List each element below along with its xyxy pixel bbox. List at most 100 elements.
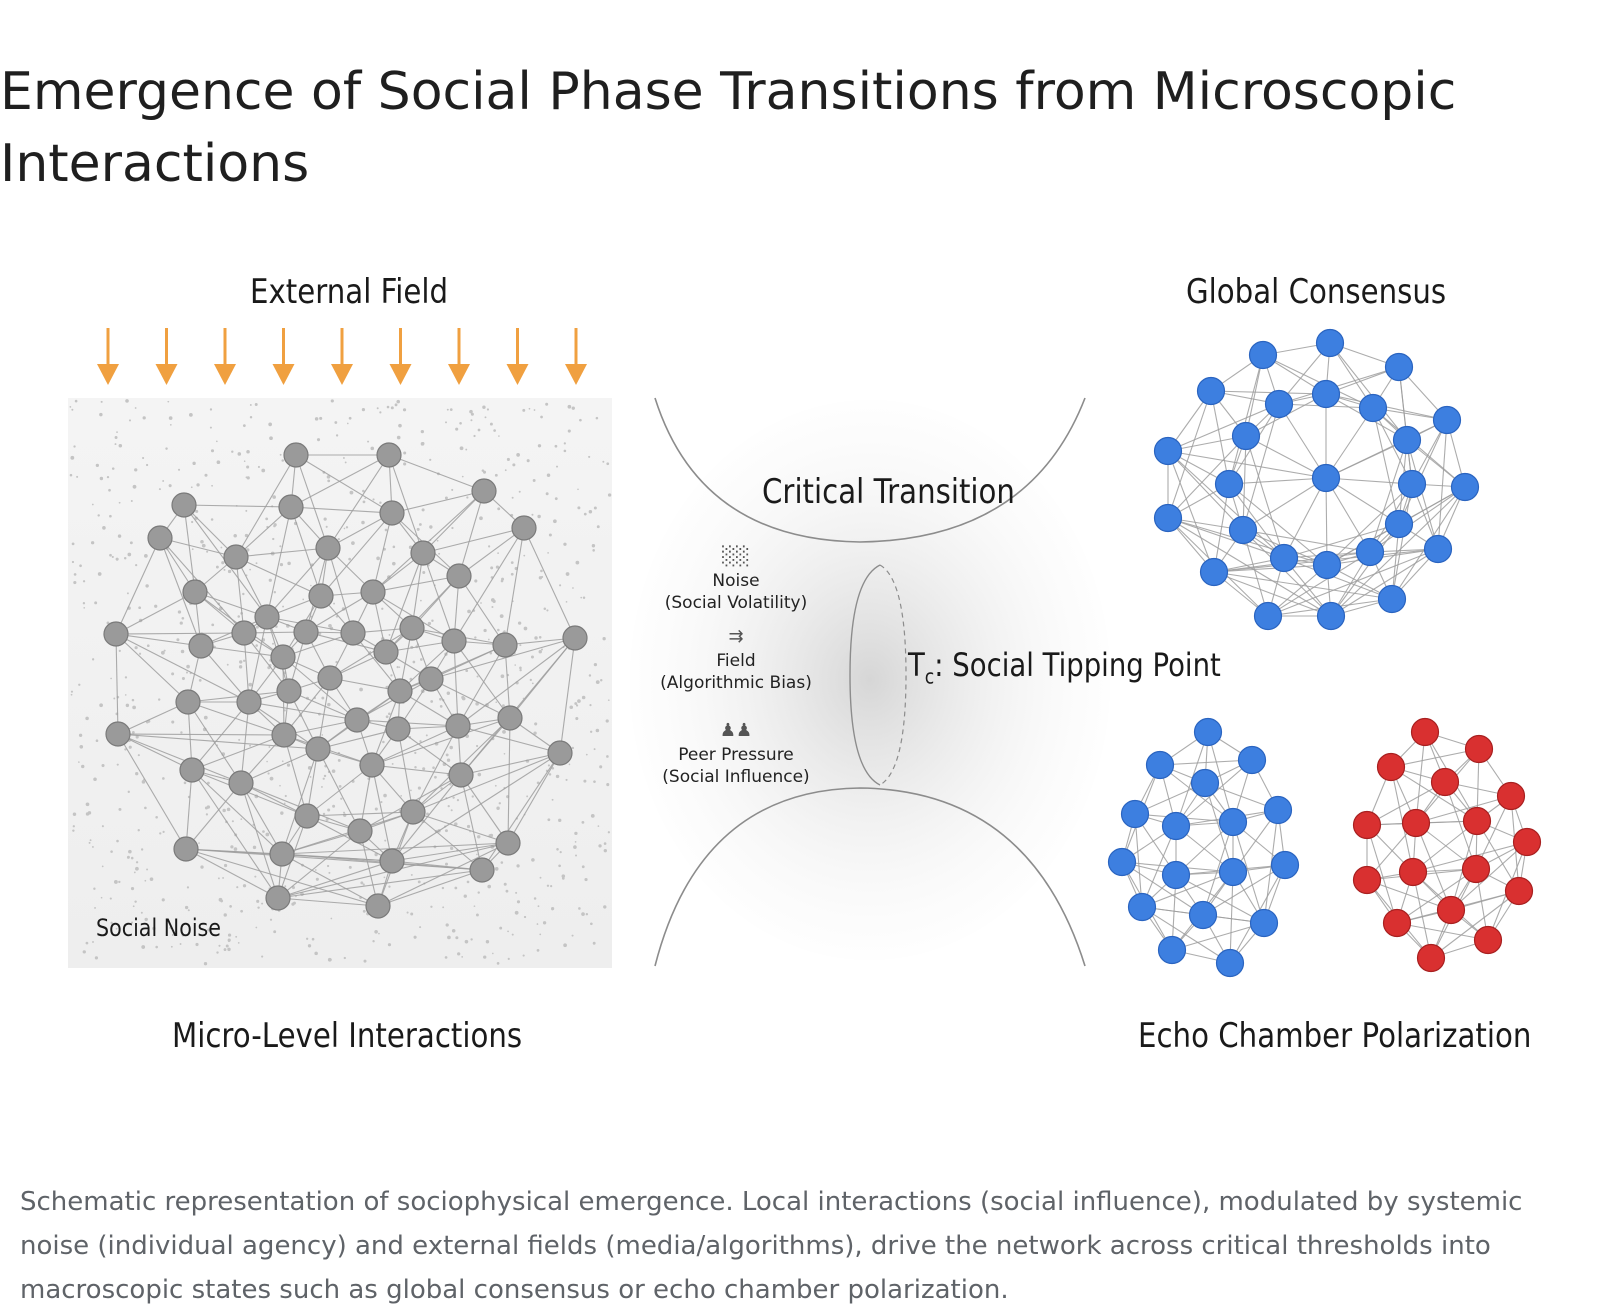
network-edge	[281, 853, 379, 907]
noise-dot	[302, 598, 305, 601]
noise-dot	[238, 738, 241, 741]
noise-dot	[476, 853, 478, 856]
noise-dot	[255, 562, 258, 565]
network-edge	[191, 769, 308, 817]
noise-dot	[589, 704, 592, 707]
network-node	[562, 625, 588, 651]
network-node	[1462, 806, 1492, 836]
noise-dot	[171, 933, 174, 936]
network-edge	[1134, 813, 1143, 908]
consensus-network-nodes	[1153, 328, 1480, 631]
network-edge	[115, 633, 202, 647]
noise-dot	[473, 434, 476, 438]
network-edge	[372, 490, 485, 593]
noise-dot	[567, 429, 571, 433]
noise-dot	[595, 680, 600, 685]
network-edge	[504, 527, 525, 646]
noise-dot	[540, 415, 543, 419]
noise-dot	[351, 541, 355, 545]
network-edge	[457, 637, 576, 727]
noise-dot	[242, 592, 245, 596]
noise-dot	[279, 784, 281, 787]
network-edge	[185, 782, 242, 850]
noise-dot	[217, 877, 220, 880]
noise-dot	[130, 887, 135, 891]
noise-dot	[466, 880, 470, 884]
network-edge	[411, 552, 424, 629]
noise-dot	[114, 443, 117, 446]
noise-dot	[291, 886, 295, 890]
noise-dot	[211, 484, 213, 487]
network-node	[228, 770, 254, 796]
network-edge	[1372, 407, 1400, 525]
noise-dot	[162, 777, 165, 780]
noise-dot	[451, 929, 456, 933]
network-node	[1423, 534, 1453, 564]
network-node	[373, 639, 399, 665]
noise-dot	[442, 906, 445, 909]
noise-dot	[517, 621, 522, 625]
network-edge	[1396, 868, 1477, 924]
network-edge	[371, 717, 511, 766]
noise-dot	[109, 897, 112, 900]
noise-dot	[489, 651, 493, 655]
network-node	[269, 841, 295, 867]
noise-dot	[130, 856, 134, 860]
noise-dot	[581, 865, 585, 869]
noise-dot	[568, 763, 571, 766]
noise-dot	[542, 921, 547, 925]
noise-dot	[124, 694, 127, 696]
noise-dot	[429, 525, 433, 529]
noise-dot	[575, 854, 578, 857]
noise-dot	[265, 517, 269, 521]
noise-dot	[79, 744, 84, 749]
noise-dot	[142, 416, 146, 420]
network-node	[1461, 854, 1491, 884]
noise-dot	[447, 935, 451, 940]
network-edge	[1330, 486, 1466, 617]
noise-dot	[184, 905, 189, 910]
network-edge	[187, 701, 285, 736]
noise-dot	[91, 845, 94, 848]
noise-dot	[592, 549, 595, 552]
noise-dot	[71, 560, 75, 564]
network-edge	[1366, 879, 1452, 911]
noise-dot	[211, 623, 215, 627]
noise-dot	[159, 832, 162, 835]
noise-dot	[533, 409, 536, 411]
noise-dot	[459, 421, 462, 425]
noise-dot	[334, 421, 338, 424]
network-edge	[1228, 483, 1328, 566]
network-edge	[391, 774, 462, 862]
network-node	[1193, 717, 1223, 747]
noise-dot	[361, 520, 365, 525]
noise-dot	[362, 883, 365, 886]
network-edge	[1325, 477, 1413, 485]
noise-dot	[539, 933, 542, 936]
noise-dot	[141, 945, 146, 949]
noise-dot	[491, 605, 494, 608]
network-edge	[1283, 523, 1400, 559]
network-edge	[185, 848, 379, 907]
noise-dot	[249, 568, 252, 571]
noise-dot	[128, 745, 132, 749]
noise-dot	[192, 461, 196, 466]
noise-dot	[116, 431, 118, 433]
network-edge	[1278, 403, 1327, 479]
noise-dot	[600, 678, 603, 682]
noise-dot	[333, 602, 335, 605]
noise-dot	[420, 599, 422, 602]
noise-dot	[561, 874, 566, 878]
noise-dot	[591, 544, 596, 548]
network-edge	[460, 774, 509, 844]
network-edge	[248, 701, 358, 721]
legend-field-title: Field	[716, 651, 756, 671]
network-edge	[200, 645, 284, 658]
noise-dot	[567, 404, 572, 409]
noise-dot	[226, 807, 231, 812]
noise-dot	[563, 542, 567, 546]
noise-dot	[267, 772, 270, 775]
noise-dot	[133, 871, 136, 874]
network-node	[1215, 948, 1245, 978]
network-node	[385, 716, 411, 742]
